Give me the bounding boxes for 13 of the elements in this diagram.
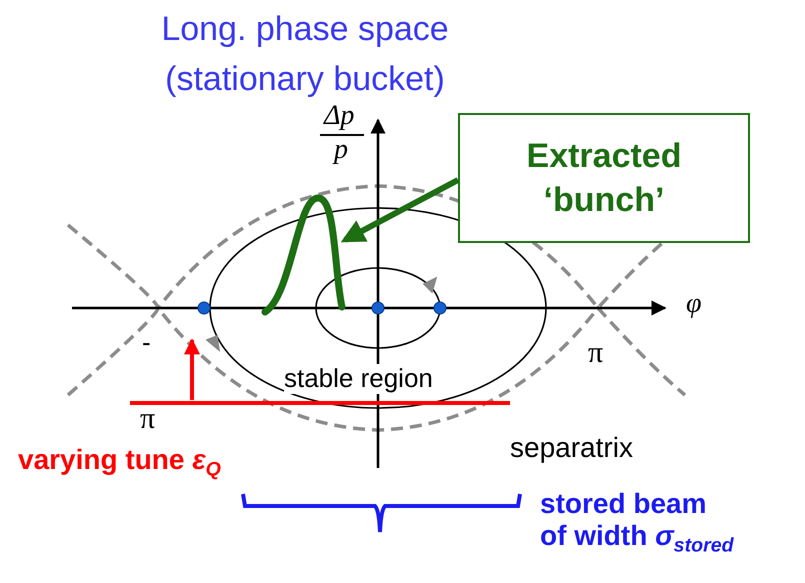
- label: Δp: [324, 100, 354, 132]
- diagram-title: Long. phase space (stationary bucket): [160, 9, 450, 100]
- label: φ: [686, 288, 702, 320]
- label: π: [588, 336, 604, 370]
- callout-box: Extracted ‘bunch’: [458, 113, 750, 243]
- arrow: [340, 177, 460, 243]
- label: separatrix: [510, 432, 633, 464]
- label: -: [142, 328, 151, 358]
- label: stable region: [284, 364, 433, 394]
- label: varying tune ε$_{Q}$: [18, 444, 221, 482]
- label: π: [140, 402, 156, 436]
- label: stored beam of width σ$_{stored}$: [540, 488, 735, 558]
- label: p: [334, 134, 348, 166]
